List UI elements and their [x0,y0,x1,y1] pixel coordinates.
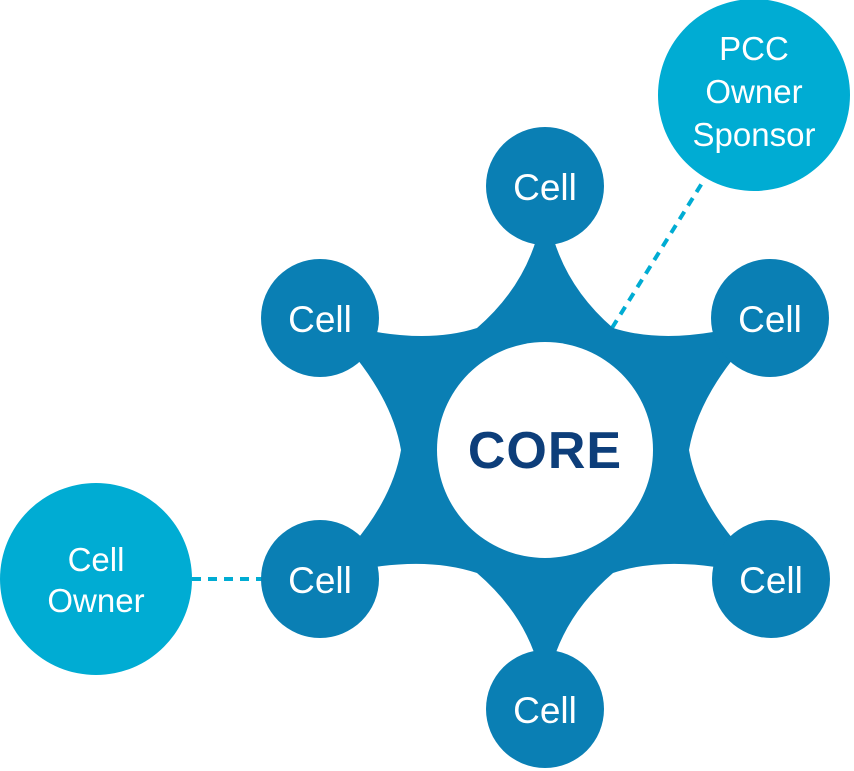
pcc-owner-sponsor-line-2: Owner [705,73,802,110]
cell-owner-line-1: Cell [68,541,125,578]
connector-pcc-owner-sponsor [610,178,706,330]
cell-node-lower-right: Cell [712,520,830,638]
pcc-owner-sponsor-line-1: PCC [719,30,789,67]
cell-label: Cell [288,299,352,340]
core-node: CORE [437,342,653,558]
cell-label: Cell [288,560,352,601]
cell-label: Cell [738,299,802,340]
core-label: CORE [468,422,622,480]
cell-label: Cell [513,690,577,731]
cell-node-top: Cell [486,127,604,245]
cell-label: Cell [739,560,803,601]
cell-owner-node: Cell Owner [0,483,192,675]
cell-label: Cell [513,167,577,208]
cell-node-upper-left: Cell [261,259,379,377]
pcc-owner-sponsor-line-3: Sponsor [693,116,816,153]
pcc-owner-sponsor-node: PCC Owner Sponsor [658,0,850,191]
cell-owner-line-2: Owner [47,582,144,619]
cell-node-bottom: Cell [486,650,604,768]
cell-node-upper-right: Cell [711,259,829,377]
cell-node-lower-left: Cell [261,520,379,638]
